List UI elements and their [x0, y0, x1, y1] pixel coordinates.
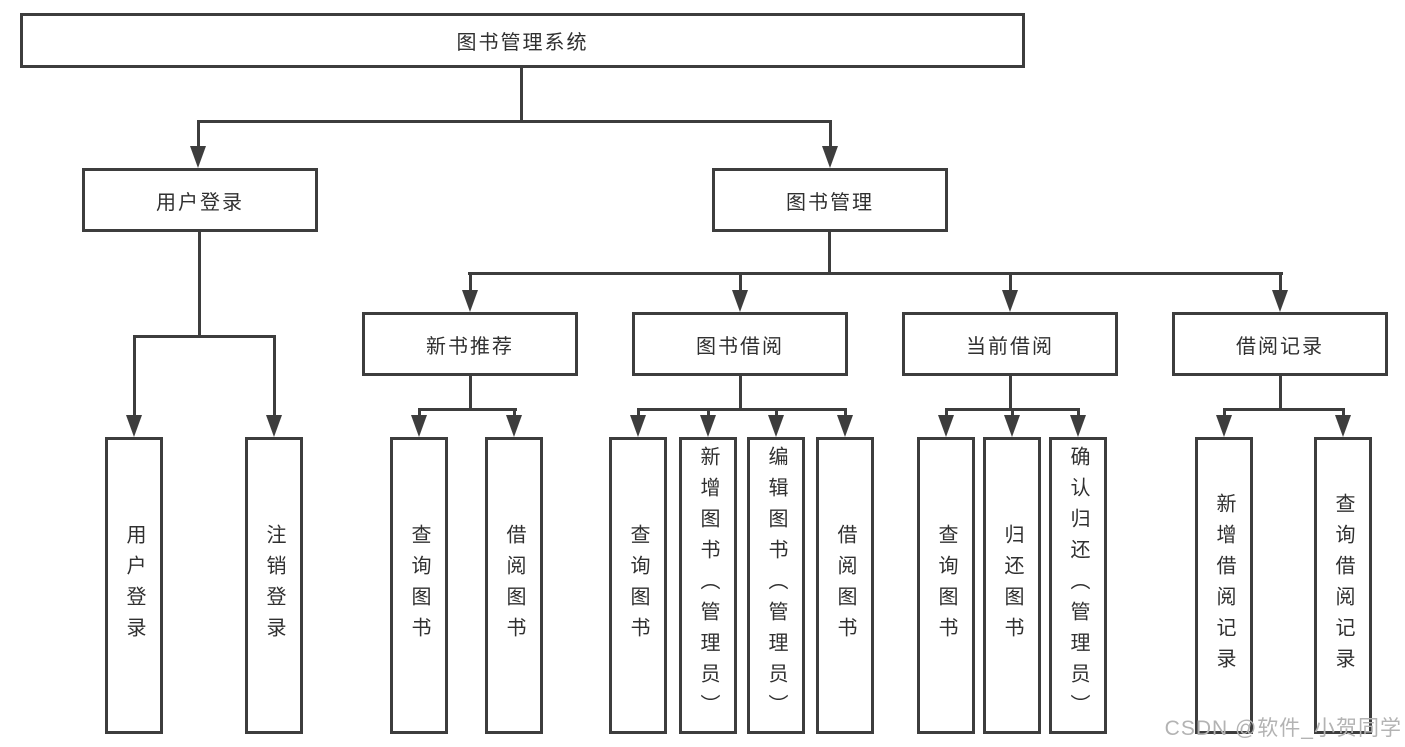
node-label: 查询图书	[935, 523, 957, 648]
connector-line	[468, 376, 472, 410]
leaf-query-book-3: 查询图书	[917, 437, 975, 734]
connector-line	[198, 232, 201, 338]
arrow-down-icon	[461, 272, 479, 312]
leaf-return-book: 归还图书	[983, 437, 1041, 734]
arrow-down-icon	[821, 120, 839, 168]
arrow-down-icon	[1271, 272, 1289, 312]
arrow-down-icon	[410, 408, 428, 437]
connector-line	[520, 68, 523, 123]
node-borrow-records: 借阅记录	[1172, 312, 1388, 376]
arrow-down-icon	[767, 408, 785, 437]
leaf-query-book-1: 查询图书	[390, 437, 448, 734]
arrow-down-icon	[189, 120, 207, 168]
connector-line	[828, 232, 831, 275]
connector-line	[197, 120, 832, 123]
node-book-management: 图书管理	[712, 168, 948, 232]
node-label: 新增借阅记录	[1213, 492, 1235, 679]
connector-line	[1278, 376, 1282, 410]
connector-line	[1008, 376, 1012, 410]
leaf-edit-book-admin: 编辑图书（管理员）	[747, 437, 805, 734]
connector-line	[738, 376, 742, 410]
arrow-down-icon	[699, 408, 717, 437]
connector-line	[418, 408, 517, 411]
leaf-add-borrow-record: 新增借阅记录	[1195, 437, 1253, 734]
node-label: 借阅记录	[1236, 335, 1324, 358]
leaf-user-login: 用户登录	[105, 437, 163, 734]
node-book-borrow: 图书借阅	[632, 312, 848, 376]
arrow-down-icon	[836, 408, 854, 437]
node-label: 归还图书	[1001, 523, 1023, 648]
node-label: 查询图书	[408, 523, 430, 648]
arrow-down-icon	[937, 408, 955, 437]
arrow-down-icon	[125, 335, 143, 437]
arrow-down-icon	[1001, 272, 1019, 312]
connector-line	[1223, 408, 1345, 411]
leaf-borrow-book-1: 借阅图书	[485, 437, 543, 734]
leaf-query-borrow-record: 查询借阅记录	[1314, 437, 1372, 734]
node-label: 图书管理	[786, 191, 874, 214]
arrow-down-icon	[1334, 408, 1352, 437]
node-label: 当前借阅	[966, 335, 1054, 358]
watermark: CSDN @软件_小贺同学	[1164, 717, 1402, 740]
leaf-query-book-2: 查询图书	[609, 437, 667, 734]
node-label: 借阅图书	[503, 523, 525, 648]
leaf-add-book-admin: 新增图书（管理员）	[679, 437, 737, 734]
leaf-confirm-return-admin: 确认归还（管理员）	[1049, 437, 1107, 734]
node-label: 图书借阅	[696, 335, 784, 358]
arrow-down-icon	[731, 272, 749, 312]
node-label: 编辑图书（管理员）	[765, 446, 787, 725]
node-label: 用户登录	[156, 191, 244, 214]
arrow-down-icon	[629, 408, 647, 437]
node-current-borrow: 当前借阅	[902, 312, 1118, 376]
arrow-down-icon	[1003, 408, 1021, 437]
connector-line	[637, 408, 847, 411]
arrow-down-icon	[1069, 408, 1087, 437]
node-label: 图书管理系统	[456, 32, 589, 54]
connector-line	[133, 335, 276, 338]
leaf-borrow-book-2: 借阅图书	[816, 437, 874, 734]
node-label: 查询图书	[627, 523, 649, 648]
connector-line	[468, 272, 1283, 275]
node-new-book-recommend: 新书推荐	[362, 312, 578, 376]
node-label: 用户登录	[123, 523, 145, 648]
node-label: 新增图书（管理员）	[697, 446, 719, 725]
arrow-down-icon	[505, 408, 523, 437]
arrow-down-icon	[1215, 408, 1233, 437]
node-label: 确认归还（管理员）	[1067, 446, 1089, 725]
node-label: 新书推荐	[426, 335, 514, 358]
node-label: 注销登录	[263, 523, 285, 648]
node-user-login: 用户登录	[82, 168, 318, 232]
arrow-down-icon	[265, 335, 283, 437]
leaf-logout: 注销登录	[245, 437, 303, 734]
node-label: 查询借阅记录	[1332, 492, 1354, 679]
node-label: 借阅图书	[834, 523, 856, 648]
node-library-system: 图书管理系统	[20, 13, 1025, 68]
